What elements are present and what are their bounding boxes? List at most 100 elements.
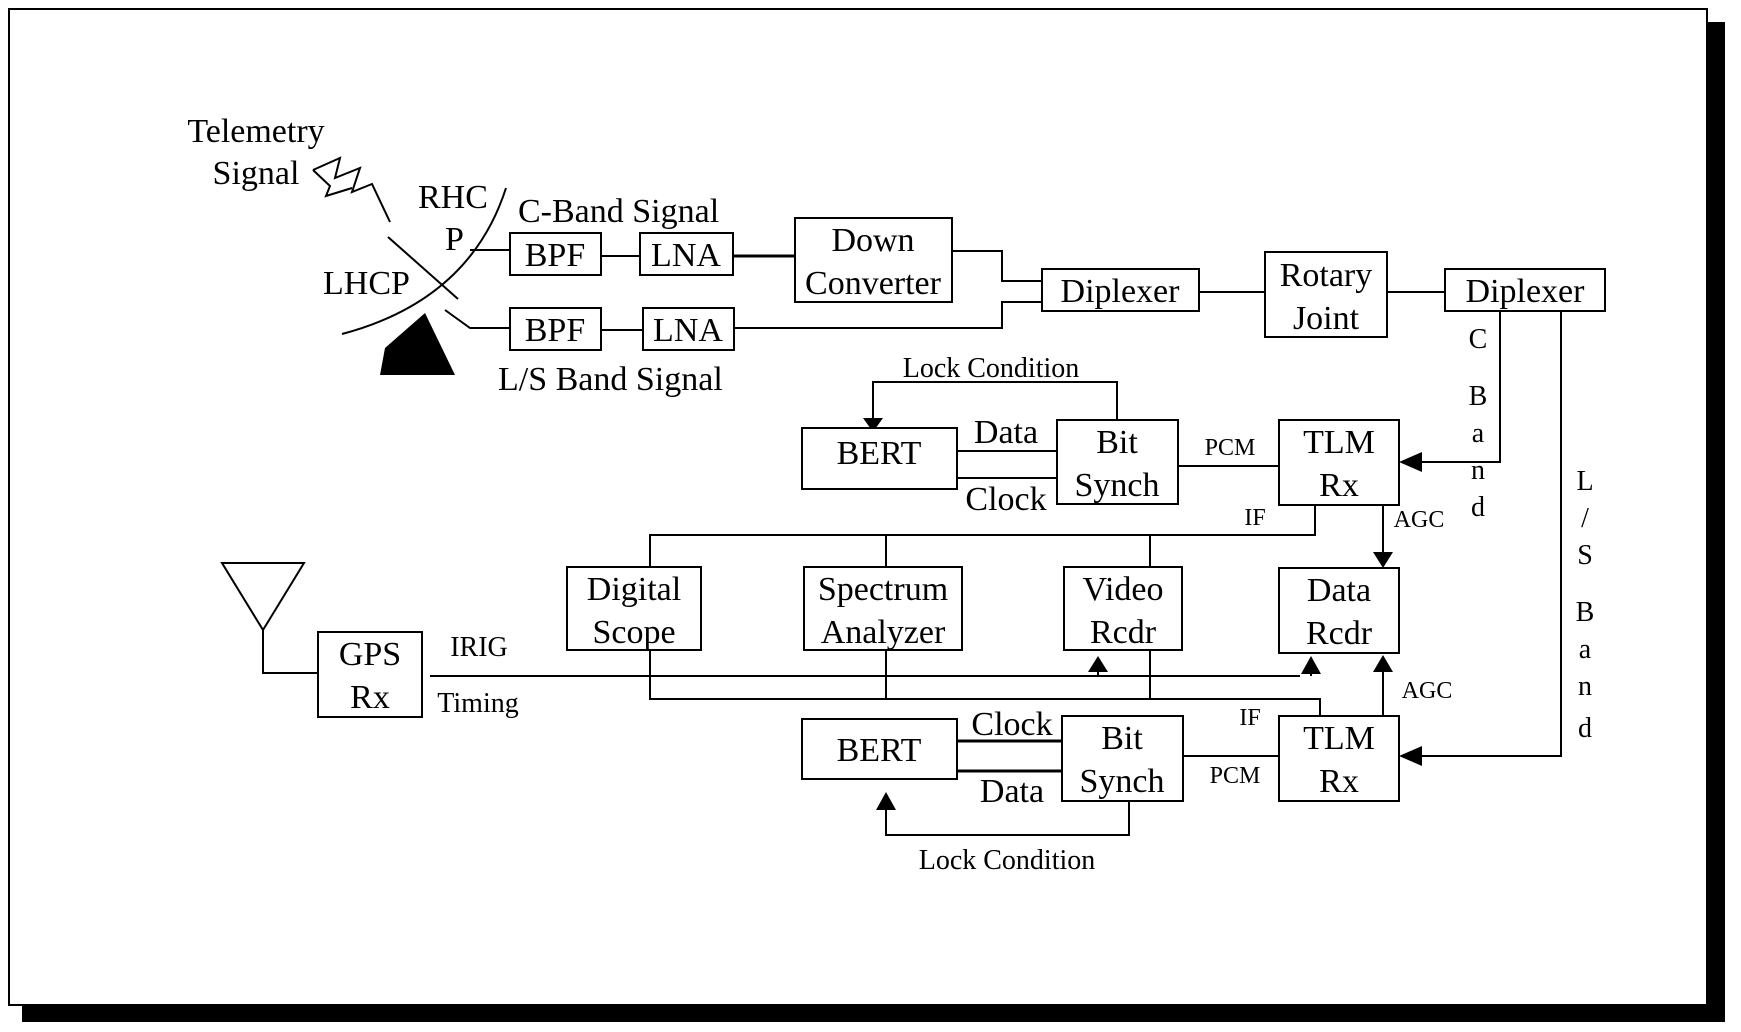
lna-ls-box bbox=[642, 307, 735, 351]
rhcp-label-1: RHC bbox=[418, 179, 488, 216]
bpf-c-label: BPF bbox=[525, 237, 586, 274]
bit-synch-bottom-label-1: Bit bbox=[1101, 720, 1143, 757]
if-bottom-label: IF bbox=[1239, 705, 1260, 731]
agc-top-label: AGC bbox=[1394, 507, 1445, 533]
timing-label: Timing bbox=[437, 688, 518, 719]
lock-condition-bottom-label: Lock Condition bbox=[919, 845, 1096, 876]
wire-ls-band bbox=[1420, 312, 1562, 757]
wire-lna-diplexer bbox=[734, 301, 1042, 329]
diplexer-right-label: Diplexer bbox=[1466, 273, 1586, 310]
c-band-letter-3: a bbox=[1472, 418, 1485, 449]
rotary-joint-label-1: Rotary bbox=[1280, 257, 1373, 294]
bpf-ls-label: BPF bbox=[525, 312, 586, 349]
arrowheads bbox=[863, 418, 1422, 810]
spectrum-analyzer-label-2: Analyzer bbox=[821, 614, 946, 651]
rotary-joint-label-2: Joint bbox=[1293, 300, 1360, 337]
bert-top-box bbox=[801, 427, 958, 490]
c-band-signal-label: C-Band Signal bbox=[518, 193, 719, 230]
wire-lock-bottom bbox=[885, 801, 1130, 836]
signal-labels: Telemetry Signal RHC P LHCP C-Band Signa… bbox=[187, 113, 1594, 876]
video-rcdr-label-1: Video bbox=[1082, 571, 1163, 608]
lock-condition-top-label: Lock Condition bbox=[903, 353, 1080, 384]
lna-ls-label: LNA bbox=[653, 312, 723, 349]
data-rcdr-label-1: Data bbox=[1307, 572, 1371, 609]
dish-reflector bbox=[341, 187, 507, 335]
wire-lhcp-bpf bbox=[444, 309, 510, 329]
arrow-agc-bottom bbox=[1373, 655, 1393, 672]
bert-top-label: BERT bbox=[837, 435, 922, 472]
arrow-c-band bbox=[1399, 452, 1422, 472]
pedestal-icon bbox=[380, 313, 455, 375]
ls-band-letter-2: / bbox=[1581, 503, 1589, 534]
wire-c-band bbox=[1420, 312, 1501, 463]
telemetry-label-2: Signal bbox=[213, 155, 300, 192]
gps-rx-label-2: Rx bbox=[350, 679, 390, 716]
diplexer-left-label: Diplexer bbox=[1061, 273, 1181, 310]
clock-top-label: Clock bbox=[965, 481, 1046, 518]
clock-bottom-label: Clock bbox=[971, 706, 1052, 743]
ls-band-letter-5: a bbox=[1579, 634, 1592, 665]
spectrum-analyzer-box bbox=[803, 566, 963, 651]
rhcp-label-2: P bbox=[445, 221, 464, 258]
bert-bottom-label: BERT bbox=[837, 732, 922, 769]
c-band-letter-2: B bbox=[1469, 381, 1488, 412]
pcm-top-label: PCM bbox=[1205, 435, 1256, 461]
video-rcdr-box bbox=[1063, 566, 1183, 651]
wire-if-bus-bottom bbox=[649, 650, 1321, 716]
ls-band-letter-3: S bbox=[1577, 540, 1593, 571]
bit-synch-bottom-box bbox=[1061, 715, 1184, 802]
if-top-label: IF bbox=[1244, 505, 1265, 531]
wire-lock-top bbox=[872, 381, 1118, 420]
arrow-ls-band bbox=[1399, 746, 1422, 766]
wire-gps-antenna bbox=[262, 630, 318, 674]
ls-band-letter-7: d bbox=[1578, 713, 1592, 744]
arrow-irig-data bbox=[1301, 656, 1321, 674]
gps-antenna-icon bbox=[220, 562, 306, 632]
lna-c-box bbox=[639, 232, 734, 276]
wires bbox=[262, 249, 1562, 836]
diplexer-left-box bbox=[1041, 268, 1200, 312]
ls-band-letter-6: n bbox=[1578, 671, 1592, 702]
gps-rx-box bbox=[317, 631, 423, 718]
down-converter-label-2: Converter bbox=[805, 265, 942, 302]
tlm-rx-bottom-label-2: Rx bbox=[1319, 763, 1359, 800]
ls-band-letter-1: L bbox=[1576, 466, 1593, 497]
video-rcdr-label-2: Rcdr bbox=[1090, 614, 1157, 651]
irig-label: IRIG bbox=[450, 632, 508, 663]
bit-synch-top-label-2: Synch bbox=[1075, 467, 1160, 504]
c-band-letter-1: C bbox=[1469, 324, 1488, 355]
arrow-agc-top bbox=[1373, 552, 1393, 568]
tlm-rx-top-label-2: Rx bbox=[1319, 467, 1359, 504]
c-band-letter-5: d bbox=[1471, 492, 1485, 523]
diplexer-right-box bbox=[1444, 268, 1606, 312]
down-converter-label-1: Down bbox=[831, 222, 914, 259]
diagram-frame bbox=[8, 8, 1708, 1006]
block-labels: BPF LNA Down Converter Diplexer Rotary J… bbox=[339, 222, 1585, 800]
data-rcdr-label-2: Rcdr bbox=[1306, 615, 1373, 652]
bit-synch-bottom-label-2: Synch bbox=[1080, 763, 1165, 800]
bpf-ls-box bbox=[509, 307, 602, 351]
telemetry-label-1: Telemetry bbox=[187, 113, 324, 150]
wire-if-bus-top bbox=[649, 505, 1316, 567]
c-band-letter-4: n bbox=[1471, 455, 1485, 486]
agc-bottom-label: AGC bbox=[1402, 678, 1453, 704]
down-converter-box bbox=[794, 217, 953, 303]
pcm-bottom-label: PCM bbox=[1210, 763, 1261, 789]
data-rcdr-box bbox=[1278, 567, 1400, 654]
tlm-rx-bottom-label-1: TLM bbox=[1303, 720, 1375, 757]
rotary-joint-box bbox=[1264, 251, 1388, 338]
bpf-c-box bbox=[509, 232, 602, 276]
lightning-icon bbox=[312, 156, 391, 223]
tlm-rx-top-box bbox=[1278, 419, 1400, 506]
bit-synch-top-box bbox=[1056, 419, 1179, 505]
gps-rx-label-1: GPS bbox=[339, 636, 401, 673]
data-bottom-label: Data bbox=[980, 773, 1044, 810]
spectrum-analyzer-label-1: Spectrum bbox=[818, 571, 948, 608]
lhcp-label: LHCP bbox=[323, 265, 410, 302]
digital-scope-label-1: Digital bbox=[587, 571, 681, 608]
ls-band-signal-label: L/S Band Signal bbox=[498, 361, 723, 398]
blocks bbox=[317, 217, 1606, 802]
arrow-lock-top bbox=[863, 418, 883, 432]
ls-band-letter-4: B bbox=[1576, 597, 1595, 628]
